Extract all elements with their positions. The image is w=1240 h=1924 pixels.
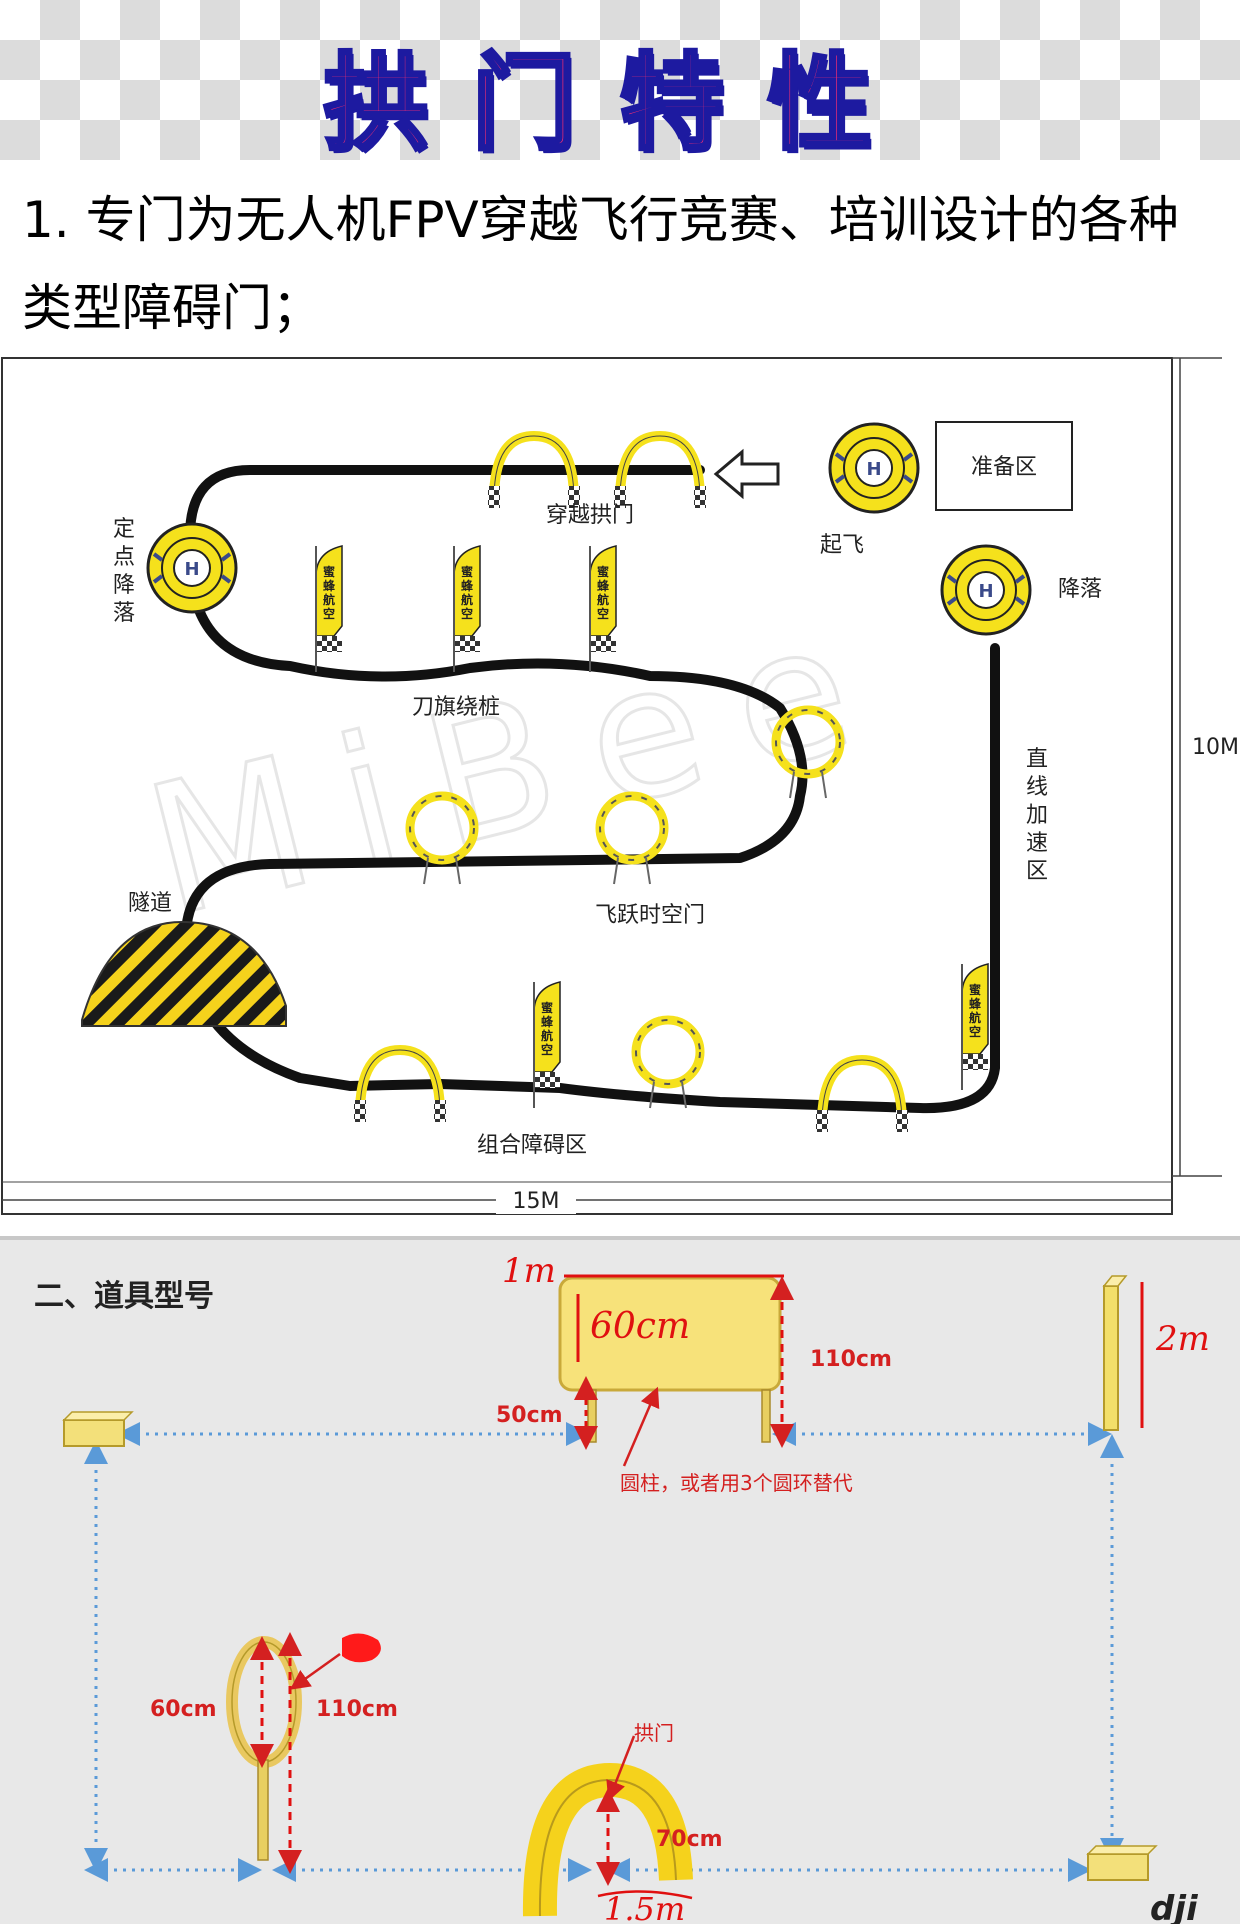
arch-width-label: 1.5m (604, 1890, 685, 1924)
board-total-label: 110cm (810, 1347, 892, 1372)
props-svg: 二、道具型号 1m (0, 1240, 1240, 1924)
arch-height-label: 70cm (656, 1827, 723, 1852)
pad-letter: H (184, 559, 199, 580)
pad-letter: H (978, 581, 993, 602)
corner-block-icon (1088, 1846, 1156, 1880)
corner-block-icon (64, 1412, 132, 1446)
props-section: 二、道具型号 1m (0, 1236, 1240, 1924)
ring-diameter-label: 60cm (150, 1697, 217, 1722)
flag-pole-prop-icon (1104, 1276, 1126, 1430)
fixed-landing-char: 定 (113, 517, 135, 542)
height-dimension-label: 10M (1192, 735, 1239, 760)
track-diagram: MiBee H H H 准备区 穿越拱门 (0, 356, 1240, 1226)
pad-letter: H (866, 459, 881, 480)
page-title: 拱门特性 (0, 18, 1240, 160)
landing-pad-icon: H (942, 546, 1030, 634)
track-svg: MiBee H H H 准备区 穿越拱门 (0, 356, 1240, 1226)
board-width-label: 1m (502, 1251, 556, 1291)
takeoff-pad-icon: H (830, 424, 918, 512)
hoop-gate-label: 飞跃时空门 (595, 903, 705, 928)
arch-label: 拱门 (634, 1721, 674, 1745)
tunnel-label: 隧道 (128, 891, 172, 916)
fixed-landing-char: 点 (113, 545, 135, 570)
board-note: 圆柱，或者用3个圆环替代 (620, 1471, 853, 1495)
width-dimension-label: 15M (513, 1189, 560, 1214)
flag-slalom-label: 刀旗绕桩 (412, 695, 500, 720)
combo-zone-label: 组合障碍区 (477, 1133, 587, 1158)
arch-gate-label: 穿越拱门 (546, 503, 634, 528)
prep-zone-label: 准备区 (971, 455, 1037, 480)
flag-text: 蜜蜂航空 (541, 1000, 554, 1057)
straight-zone-char: 区 (1026, 859, 1048, 884)
straight-zone-char: 加 (1026, 803, 1048, 828)
ring-prop-icon (232, 1642, 296, 1860)
flag-text: 蜜蜂航空 (969, 982, 982, 1039)
board-prop-icon (560, 1278, 780, 1442)
ring-total-label: 110cm (316, 1697, 398, 1722)
straight-zone-char: 直 (1026, 747, 1048, 772)
straight-zone-char: 速 (1026, 831, 1048, 856)
flag-text: 蜜蜂航空 (461, 564, 474, 621)
straight-zone-char: 线 (1026, 775, 1048, 800)
board-inner-height-label: 60cm (590, 1306, 690, 1347)
note-pointer-line (624, 1396, 654, 1466)
ring-pointer-line (298, 1654, 340, 1684)
fixed-landing-pad-icon: H (148, 524, 236, 612)
flag-height-label: 2m (1155, 1319, 1210, 1359)
leg-height-label: 50cm (496, 1403, 563, 1428)
fixed-landing-char: 落 (113, 601, 135, 626)
section-title: 二、道具型号 (34, 1279, 214, 1314)
fixed-landing-char: 降 (113, 573, 135, 598)
landing-label: 降落 (1058, 577, 1102, 602)
flag-text: 蜜蜂航空 (597, 564, 610, 621)
dji-logo: dji (1150, 1889, 1199, 1924)
red-mark-icon (342, 1633, 381, 1662)
height-label-bg (1198, 656, 1240, 696)
header-banner: 拱门特性 (0, 0, 1240, 160)
flag-text: 蜜蜂航空 (323, 564, 336, 621)
takeoff-label: 起飞 (820, 533, 864, 558)
description-text: 1. 专门为无人机FPV穿越飞行竞赛、培训设计的各种类型障碍门； (22, 176, 1222, 352)
